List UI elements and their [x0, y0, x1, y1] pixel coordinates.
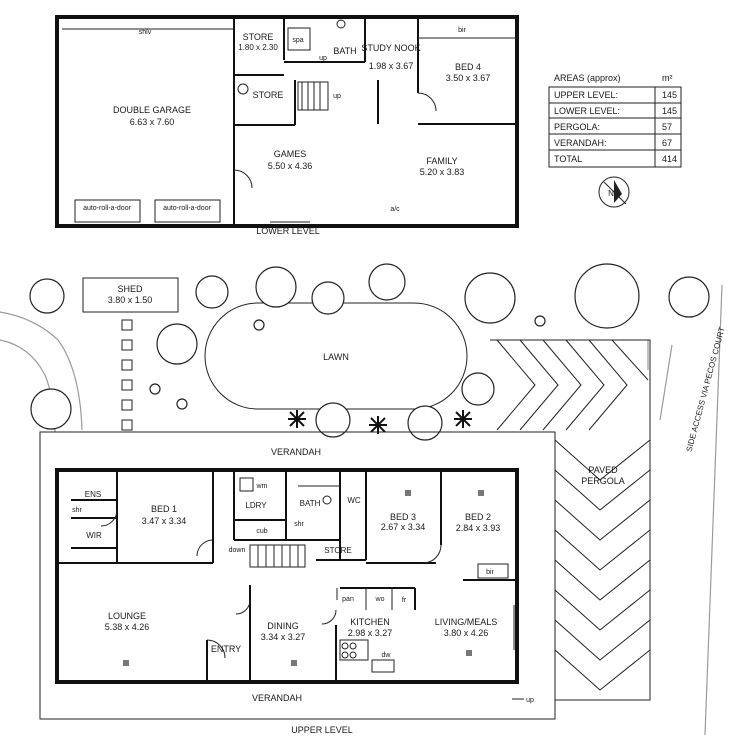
shelf-label: shlv	[139, 29, 152, 36]
double-garage-size: 6.63 x 7.60	[130, 117, 175, 127]
lounge-name: LOUNGE	[108, 611, 146, 621]
areas-row-pergola-label: PERGOLA:	[554, 122, 600, 132]
areas-row-verandah-label: VERANDAH:	[554, 138, 607, 148]
compass-letter: N	[608, 189, 614, 198]
dishwasher-label: dw	[382, 652, 392, 659]
living-meals-size: 3.80 x 4.26	[444, 628, 489, 638]
upper-bath-shower-label: shr	[294, 521, 304, 528]
wall-oven-label: wo	[375, 596, 385, 603]
paved-pergola-label-1: PAVED	[588, 465, 618, 475]
laundry-name: LDRY	[245, 501, 267, 510]
bed1-name: BED 1	[151, 504, 177, 514]
side-access-label: SIDE ACCESS VIA PECOS COURT	[685, 326, 727, 453]
areas-row-lower-label: LOWER LEVEL:	[554, 106, 620, 116]
lawn-label: LAWN	[323, 352, 349, 362]
upper-bath-name: BATH	[300, 499, 321, 508]
lower-store-size: 1.80 x 2.30	[238, 43, 278, 52]
paved-pergola-label-2: PERGOLA	[581, 476, 625, 486]
wir-name: WIR	[86, 531, 102, 540]
entry-name: ENTRY	[211, 644, 241, 654]
upper-level-title: UPPER LEVEL	[291, 725, 353, 735]
games-name: GAMES	[274, 149, 307, 159]
pantry-label: pan	[342, 596, 354, 603]
upper-up-label: up	[526, 697, 534, 704]
lower-bir-label: bir	[458, 27, 466, 34]
cub-label: cub	[256, 528, 267, 535]
double-garage-name: DOUBLE GARAGE	[113, 105, 191, 115]
upper-store-name: STORE	[324, 546, 351, 555]
wc-name: WC	[347, 496, 361, 505]
areas-row-verandah-value: 67	[662, 138, 672, 148]
areas-table	[548, 86, 682, 168]
auto-roll-door-1: auto-roll-a-door	[83, 205, 132, 212]
dining-name: DINING	[267, 621, 299, 631]
auto-roll-door-2: auto-roll-a-door	[163, 205, 212, 212]
areas-title: AREAS (approx)	[554, 73, 621, 83]
spa-label: spa	[292, 37, 303, 44]
bed4-name: BED 4	[455, 62, 481, 72]
lower-up-label-2: up	[333, 93, 341, 100]
lower-up-label-1: up	[319, 55, 327, 62]
study-nook-size: 1.98 x 3.67	[369, 61, 414, 71]
site-plan	[0, 263, 723, 736]
upper-level-plan	[39, 431, 556, 720]
kitchen-size: 2.98 x 3.27	[348, 628, 393, 638]
lower-bath-name: BATH	[333, 46, 356, 56]
bed2-name: BED 2	[465, 512, 491, 522]
fridge-label: fr	[402, 597, 407, 604]
areas-unit: m²	[662, 73, 673, 83]
wm-label: wm	[256, 483, 268, 490]
areas-row-upper-value: 145	[662, 90, 677, 100]
ac-label: a/c	[390, 206, 400, 213]
ens-shower-label: shr	[72, 507, 82, 514]
areas-row-lower-value: 145	[662, 106, 677, 116]
areas-total-label: TOTAL	[554, 154, 582, 164]
verandah-top-label: VERANDAH	[271, 447, 321, 457]
areas-row-upper-label: UPPER LEVEL:	[554, 90, 618, 100]
areas-row-pergola-value: 57	[662, 122, 672, 132]
upper-bir-label: bir	[486, 569, 494, 576]
lower-store2-name: STORE	[253, 90, 284, 100]
north-compass-icon	[598, 176, 630, 208]
games-size: 5.50 x 4.36	[268, 161, 313, 171]
verandah-bottom-label: VERANDAH	[252, 693, 302, 703]
shed-name: SHED	[117, 284, 143, 294]
bed2-size: 2.84 x 3.93	[456, 523, 501, 533]
living-meals-name: LIVING/MEALS	[435, 617, 498, 627]
lower-level-plan	[55, 15, 519, 228]
lower-level-title: LOWER LEVEL	[256, 226, 320, 236]
kitchen-name: KITCHEN	[350, 617, 390, 627]
bed1-size: 3.47 x 3.34	[142, 516, 187, 526]
bed3-name: BED 3	[390, 512, 416, 522]
family-size: 5.20 x 3.83	[420, 167, 465, 177]
study-nook-name: STUDY NOOK	[361, 43, 420, 53]
lower-store-name: STORE	[243, 32, 274, 42]
dining-size: 3.34 x 3.27	[261, 632, 306, 642]
bed4-size: 3.50 x 3.67	[446, 73, 491, 83]
shed-size: 3.80 x 1.50	[108, 295, 153, 305]
ens-name: ENS	[85, 490, 101, 499]
areas-total-value: 414	[662, 154, 677, 164]
stair-down-label: down	[229, 547, 246, 554]
lounge-size: 5.38 x 4.26	[105, 622, 150, 632]
family-name: FAMILY	[426, 156, 457, 166]
bed3-size: 2.67 x 3.34	[381, 522, 426, 532]
